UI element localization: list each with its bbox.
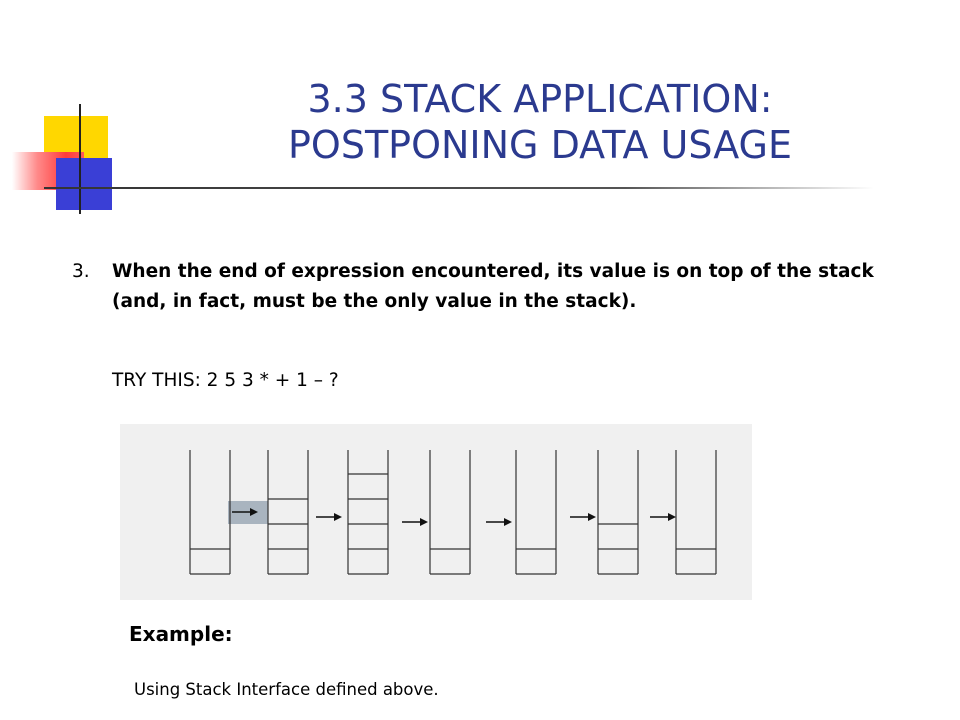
arrow-6-head (668, 513, 676, 521)
arrow-4-head (504, 518, 512, 526)
slide-title-line-1: 3.3 STACK APPLICATION: (307, 77, 773, 121)
bullet-text: When the end of expression encountered, … (112, 261, 874, 312)
arrow-3-head (420, 518, 428, 526)
arrow-1-head (250, 508, 258, 516)
bullet-number: 3. (72, 261, 90, 282)
try-this-text: TRY THIS: 2 5 3 * + 1 – ? (112, 370, 339, 391)
stack-diagram (120, 424, 752, 600)
title-underline (44, 187, 874, 189)
decor-blue-square (56, 158, 112, 210)
decor-vertical-line (79, 104, 81, 214)
arrow-2-head (334, 513, 342, 521)
slide-title-line-2: POSTPONING DATA USAGE (288, 123, 792, 167)
example-label: Example: (129, 622, 233, 646)
slide-title: 3.3 STACK APPLICATION: POSTPONING DATA U… (160, 76, 920, 168)
stack-diagram-svg (189, 450, 717, 575)
arrow-5-head (588, 513, 596, 521)
example-note: Using Stack Interface defined above. (134, 680, 439, 699)
